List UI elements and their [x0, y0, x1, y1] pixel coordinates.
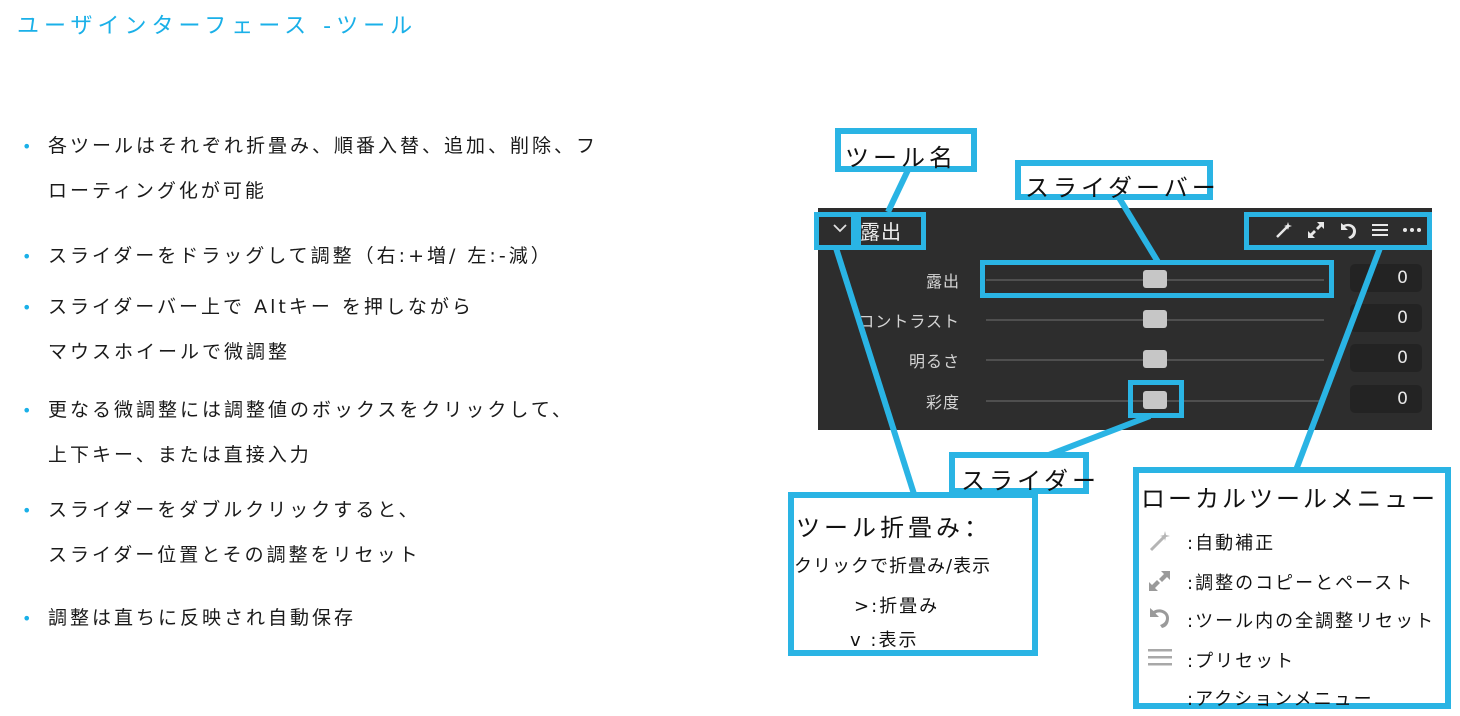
bullet-text: 上下キー、または直接入力: [48, 444, 312, 466]
bullet-item: • スライダーをダブルクリックすると、 スライダー位置とその調整をリセット: [22, 488, 421, 578]
callout-slider-bar: スライダーバー: [1015, 160, 1216, 202]
bullet-text: スライダーをドラッグして調整（右:+増/ 左:-減）: [48, 245, 553, 267]
callout-text: v :表示: [850, 630, 919, 651]
bullet-dot: •: [22, 137, 35, 156]
slider-label: 露出: [925, 272, 960, 291]
local-menu-highlight: [1244, 212, 1432, 250]
bullet-text: 調整は直ちに反映され自動保存: [48, 607, 357, 629]
bullet-item: • スライダーバー上で Altキー を押しながら マウスホイールで微調整: [22, 285, 474, 375]
callout-text: スライダー: [961, 467, 1101, 495]
slider-highlight: [1128, 380, 1184, 418]
callout-text: >:折畳み: [854, 596, 940, 617]
slider-row: コントラスト 0: [818, 304, 1432, 334]
callout-text: スライダーバー: [1025, 174, 1220, 202]
bullet-item: • スライダーをドラッグして調整（右:+増/ 左:-減）: [22, 234, 553, 279]
value-text: 0: [1397, 268, 1408, 288]
tool-name[interactable]: 露出: [860, 220, 902, 244]
value-box[interactable]: 0: [1350, 304, 1422, 332]
slider-label: 明るさ: [908, 352, 960, 371]
bullet-dot: •: [22, 247, 35, 266]
menu-item-text: :アクションメニュー: [1187, 689, 1374, 710]
bullet-text: マウスホイールで微調整: [48, 341, 291, 363]
bullet-item: • 更なる微調整には調整値のボックスをクリックして、 上下キー、または直接入力: [22, 388, 574, 478]
menu-item-text: :プリセット: [1187, 651, 1296, 672]
callout-collapse: ツール折畳み： クリックで折畳み/表示 >:折畳み v :表示: [788, 492, 1038, 656]
hamburger-menu-icon[interactable]: [1370, 220, 1390, 240]
page-title: ユーザインターフェース -ツール: [17, 14, 418, 39]
callout-local-menu: ローカルツールメニュー :自動補正 :調整のコピーとペースト :ツール内の全調整…: [1133, 467, 1451, 710]
slider-thumb[interactable]: [1143, 310, 1167, 328]
magic-wand-icon[interactable]: [1274, 220, 1294, 240]
hamburger-menu-icon: [1148, 649, 1172, 666]
copy-paste-arrows-icon: [1149, 571, 1170, 591]
callout-text: クリックで折畳み/表示: [794, 556, 992, 577]
more-dots-icon[interactable]: [1402, 220, 1422, 240]
slider-row: 明るさ 0: [818, 344, 1432, 374]
value-text: 0: [1397, 348, 1408, 368]
bullet-text: 更なる微調整には調整値のボックスをクリックして、: [48, 399, 574, 421]
bullet-dot: •: [22, 298, 35, 317]
reset-arrow-icon: [1150, 608, 1169, 628]
bullet-dot: •: [22, 401, 35, 420]
tool-name-highlight: [856, 212, 926, 250]
menu-item-text: :自動補正: [1187, 533, 1276, 554]
bullet-text: 各ツールはそれぞれ折畳み、順番入替、追加、削除、フ: [48, 135, 599, 157]
magic-wand-icon: [1149, 531, 1170, 552]
callout-tool-name: ツール名: [835, 128, 977, 172]
callout-title: ツール折畳み：: [796, 514, 992, 542]
bullet-text: ローティング化が可能: [48, 180, 267, 202]
slider-label: 彩度: [925, 393, 960, 412]
menu-item-text: :調整のコピーとペースト: [1187, 573, 1415, 594]
menu-item-text: :ツール内の全調整リセット: [1187, 611, 1436, 632]
value-box[interactable]: 0: [1350, 264, 1422, 292]
bullet-text: スライダー位置とその調整をリセット: [48, 544, 421, 566]
value-text: 0: [1397, 308, 1408, 328]
value-box[interactable]: 0: [1350, 385, 1422, 413]
slider-thumb[interactable]: [1143, 350, 1167, 368]
bullet-item: • 調整は直ちに反映され自動保存: [22, 596, 356, 641]
bullet-text: スライダーをダブルクリックすると、: [48, 499, 421, 521]
copy-paste-arrows-icon[interactable]: [1306, 220, 1326, 240]
bullet-item: • 各ツールはそれぞれ折畳み、順番入替、追加、削除、フ ローティング化が可能: [22, 124, 598, 214]
bullet-dot: •: [22, 609, 35, 628]
slider-label: コントラスト: [858, 312, 960, 331]
callout-slider: スライダー: [949, 452, 1096, 495]
slider-bar-highlight: [980, 260, 1334, 298]
bullet-dot: •: [22, 501, 35, 520]
collapse-highlight: [814, 212, 856, 250]
tool-header-icons: [1274, 220, 1422, 240]
slider-thumb[interactable]: [1143, 391, 1167, 409]
value-text: 0: [1397, 389, 1408, 409]
callout-title: ローカルツールメニュー: [1141, 485, 1438, 513]
slider-row: 彩度 0: [818, 385, 1432, 415]
bullet-text: スライダーバー上で Altキー を押しながら: [48, 296, 474, 318]
value-box[interactable]: 0: [1350, 344, 1422, 372]
callout-text: ツール名: [845, 144, 957, 172]
reset-arrow-icon[interactable]: [1338, 220, 1358, 240]
slider-thumb[interactable]: [1143, 270, 1167, 288]
chevron-down-icon[interactable]: [832, 220, 848, 236]
